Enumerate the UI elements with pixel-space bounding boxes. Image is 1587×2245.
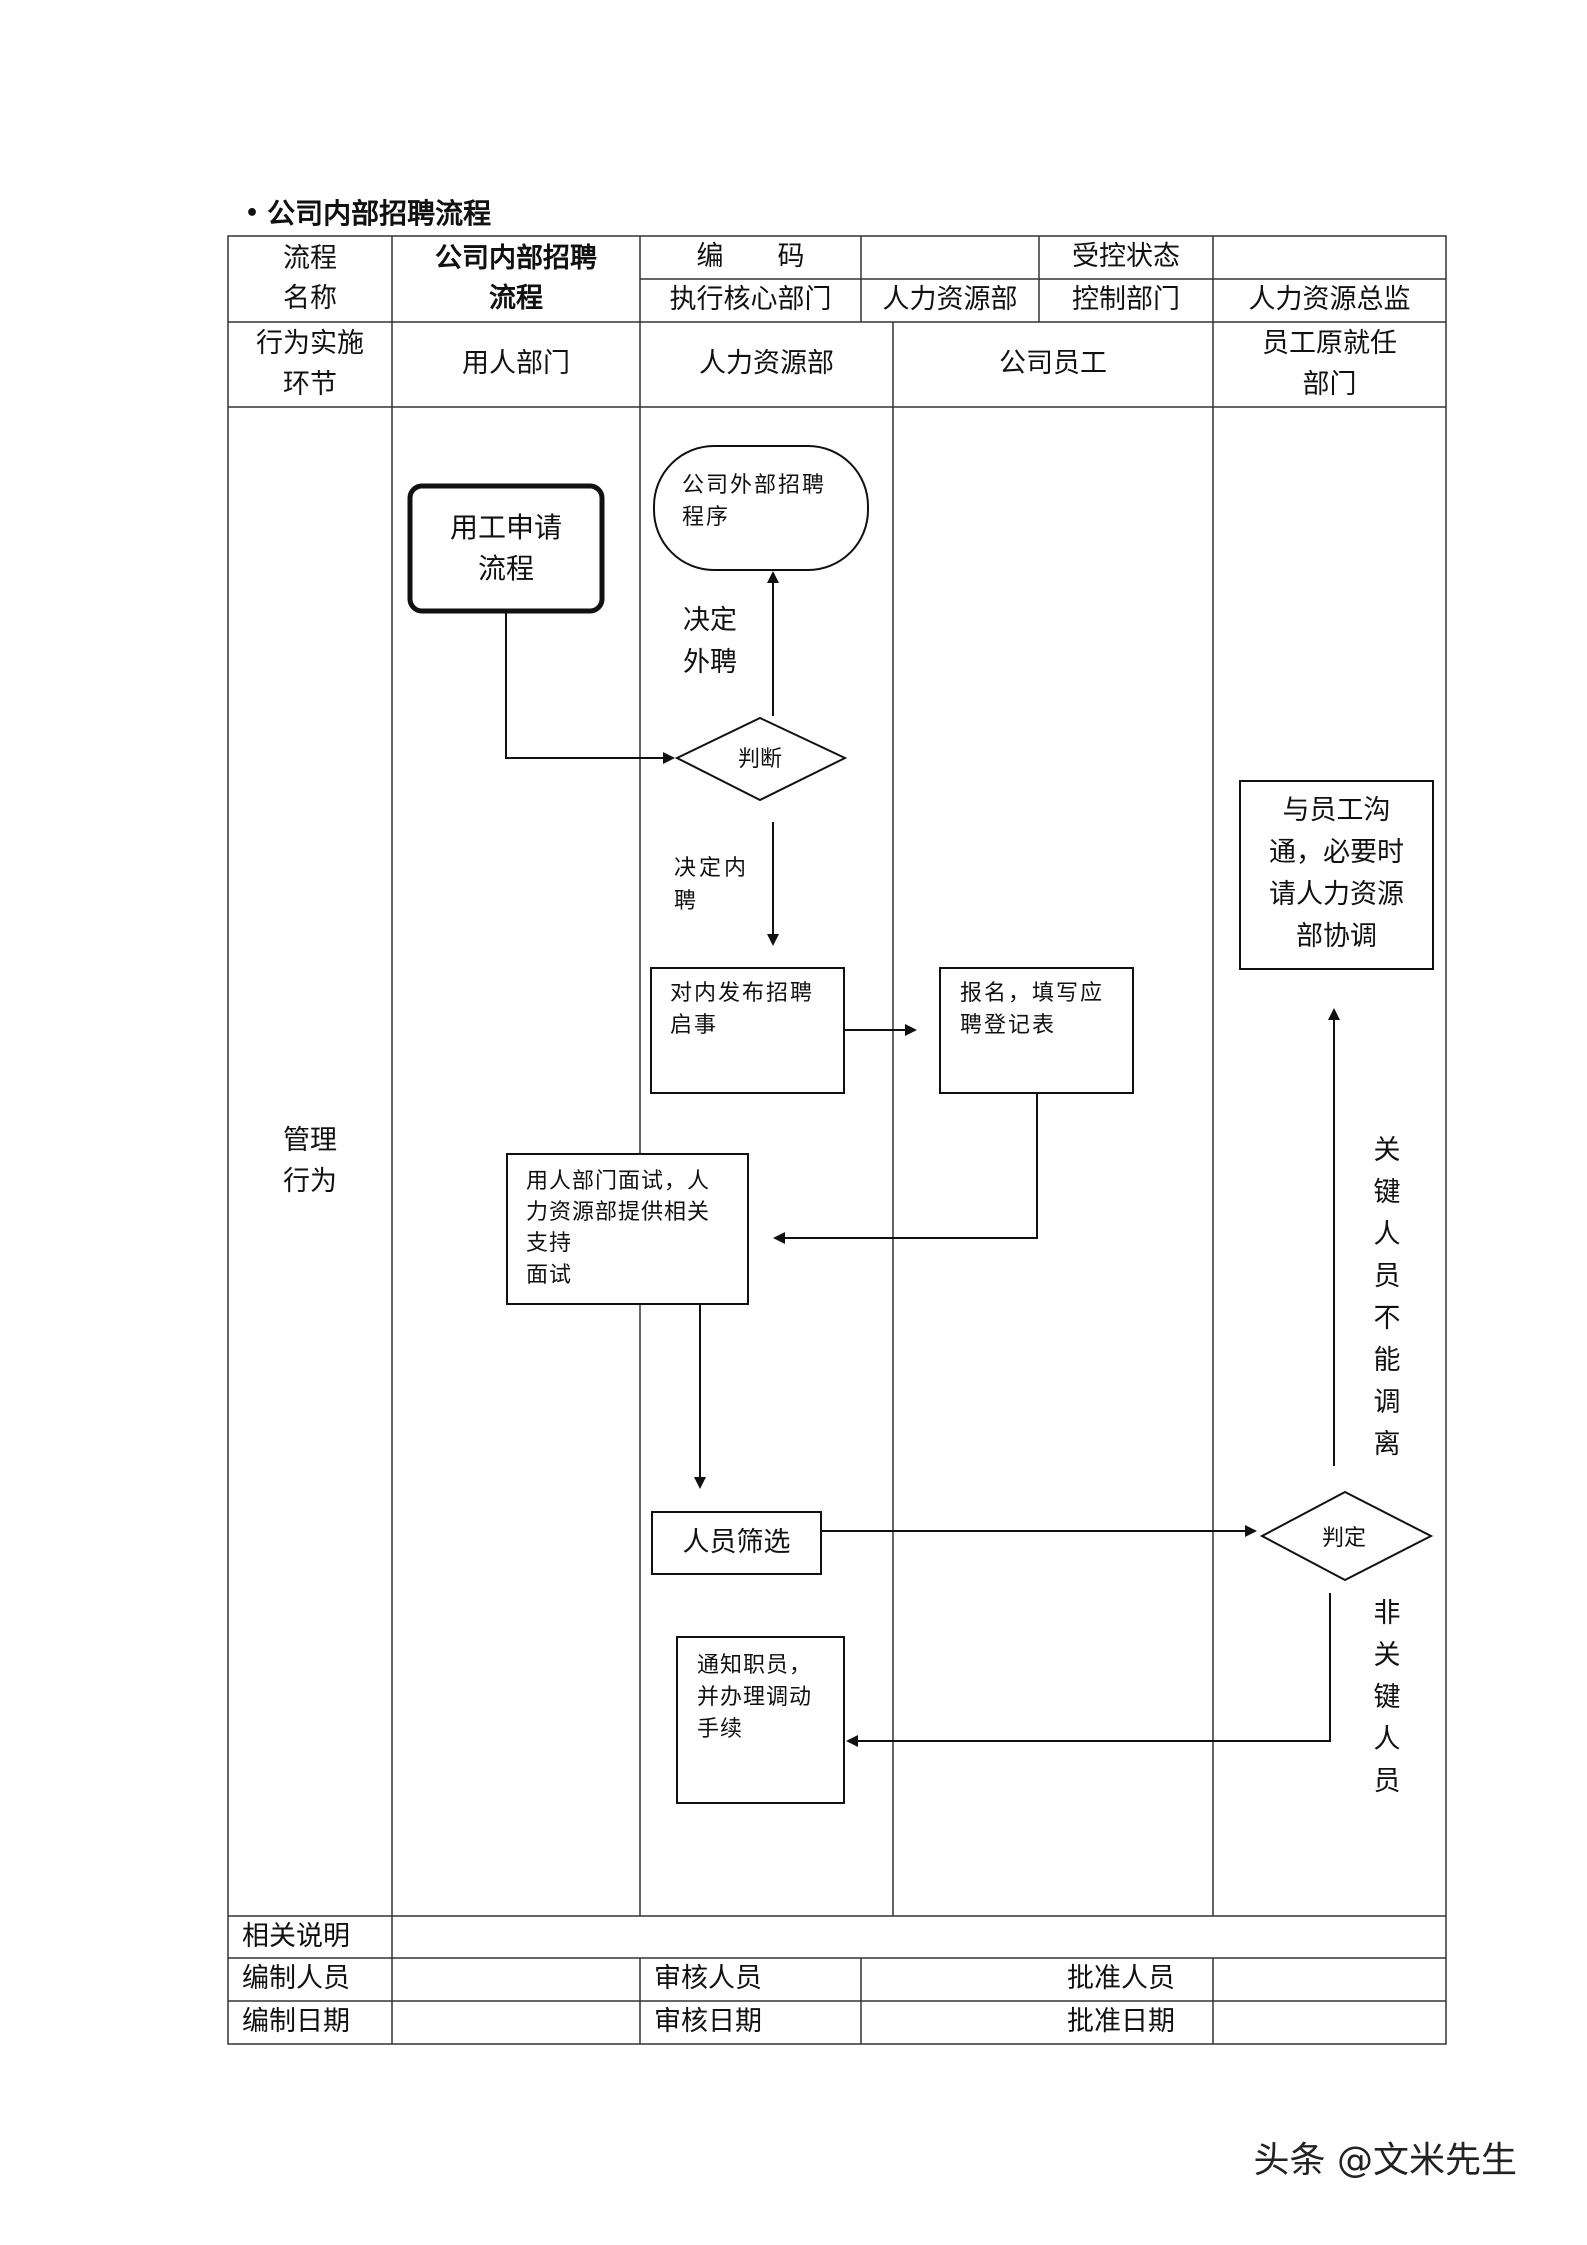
start-box: [407, 483, 605, 614]
review-date-value[interactable]: [861, 2001, 1039, 2044]
notes-label: 相关说明: [242, 1920, 350, 1952]
decide-external-label: 决定 外聘: [683, 605, 737, 678]
lane-hiring-dept: 用人部门: [462, 348, 570, 380]
control-status-label: 受控状态: [1072, 241, 1180, 273]
approver-value[interactable]: [1213, 1958, 1446, 2001]
compiler-label: 编制人员: [242, 1963, 350, 1995]
code-value[interactable]: [861, 236, 1039, 279]
flow-name-value: 公司内部招聘 流程: [435, 242, 597, 315]
approve-date-value[interactable]: [1213, 2001, 1446, 2044]
approver-label: 批准人员: [1067, 1963, 1175, 1995]
register-node-text[interactable]: 报名，填写应 聘登记表: [960, 981, 1105, 1038]
compile-date-value[interactable]: [392, 2001, 640, 2044]
judge-node-text: 判断: [737, 747, 782, 772]
verdict-node-text: 判定: [1321, 1526, 1366, 1551]
external-node-text[interactable]: 公司外部招聘 程序: [682, 473, 827, 530]
review-date-label: 审核日期: [654, 2006, 762, 2038]
notify-node-text[interactable]: 通知职员， 并办理调动 手续: [697, 1653, 813, 1742]
heading-text: 公司内部招聘流程: [267, 197, 492, 230]
lane-hr-dept: 人力资源部: [699, 348, 834, 380]
control-dept-label: 控制部门: [1072, 284, 1180, 316]
control-status-value[interactable]: [1213, 236, 1446, 279]
key-staff-label: 关键人员不能调离: [1373, 1135, 1401, 1460]
communicate-node-text[interactable]: 与员工沟 通，必要时 请人力资源 部协调: [1269, 795, 1404, 952]
control-dept-value: 人力资源总监: [1248, 284, 1411, 316]
compiler-value[interactable]: [392, 1958, 640, 2001]
flow-name-label: 流程 名称: [283, 242, 337, 315]
reviewer-label: 审核人员: [654, 1963, 762, 1995]
screen-node-text[interactable]: 人员筛选: [682, 1527, 791, 1559]
reviewer-value[interactable]: [861, 1958, 1039, 2001]
exec-dept-value: 人力资源部: [882, 284, 1018, 316]
watermark: 头条 @文米先生: [1253, 2140, 1517, 2181]
lane-employees: 公司员工: [999, 348, 1107, 380]
stage-label: 行为实施 环节: [256, 328, 364, 400]
judge-diamond: [674, 716, 848, 802]
exec-dept-label: 执行核心部门: [669, 284, 832, 316]
interview-node-text[interactable]: 用人部门面试，人 力资源部提供相关 支持 面试: [526, 1169, 711, 1288]
publish-node-text[interactable]: 对内发布招聘 启事: [670, 981, 815, 1038]
notes-value[interactable]: [392, 1916, 1446, 1958]
lane-original-dept: 员工原就任 部门: [1262, 328, 1397, 400]
page-heading: •公司内部招聘流程: [245, 197, 492, 230]
verdict-diamond: [1259, 1490, 1434, 1582]
external-terminal: [653, 445, 869, 571]
approve-date-label: 批准日期: [1067, 2006, 1175, 2038]
start-node-text[interactable]: 用工申请 流程: [449, 510, 562, 585]
management-behavior-label: 管理 行为: [283, 1125, 337, 1197]
code-label: 编 码: [696, 241, 805, 273]
decide-internal-label: 决定内 聘: [674, 856, 750, 914]
non-key-staff-label: 非关键人员: [1373, 1598, 1401, 1797]
compile-date-label: 编制日期: [242, 2006, 350, 2038]
